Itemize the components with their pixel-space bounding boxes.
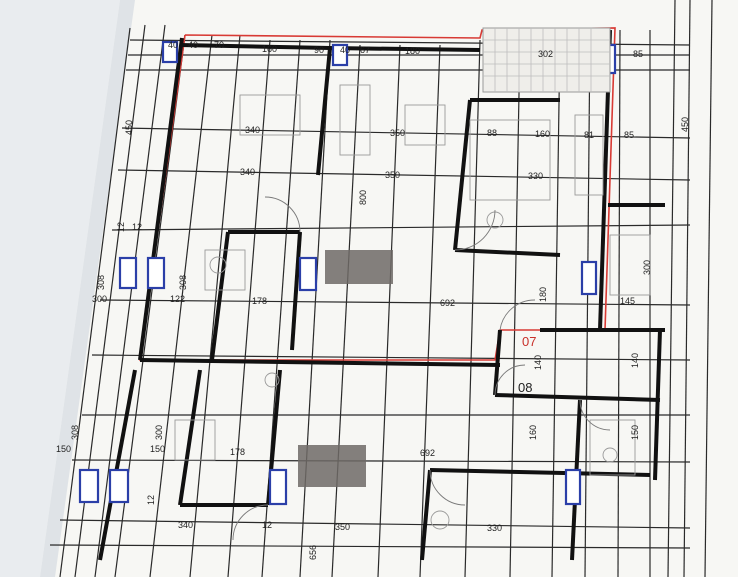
dimension-label: 160 xyxy=(528,425,538,440)
dimension-label: 180 xyxy=(538,287,548,302)
dimension-label: 330 xyxy=(528,171,543,181)
paper-margin xyxy=(0,0,120,577)
window xyxy=(331,43,349,67)
dining-table xyxy=(298,445,366,487)
walls xyxy=(98,29,665,561)
paper-fold xyxy=(40,0,135,577)
dimension-label: 300 xyxy=(92,294,107,304)
dimension-label: 450 xyxy=(680,117,690,132)
dimension-row-bottom: 340 12 350 330 xyxy=(178,520,502,533)
dimension-label: 122 xyxy=(170,294,185,304)
door-swings xyxy=(232,196,611,541)
dimension-label: 340 xyxy=(178,520,193,530)
dimension-label: 70 xyxy=(214,40,224,50)
dimension-label: 160 xyxy=(535,129,550,139)
dimension-label: 40 xyxy=(168,40,178,50)
furniture xyxy=(174,84,651,530)
dimension-label: 340 xyxy=(240,167,255,177)
dimension-label: 88 xyxy=(487,128,497,138)
window xyxy=(118,256,138,290)
dimension-label: 12 xyxy=(146,495,156,505)
dimension-label: 81 xyxy=(584,130,594,140)
dimension-row-2: 340 350 330 xyxy=(240,167,543,181)
dimension-label: 656 xyxy=(308,545,318,560)
dimension-row-1: 340 350 88 160 81 85 xyxy=(245,125,634,140)
window xyxy=(146,256,166,290)
dimension-label: 350 xyxy=(335,522,350,532)
dimension-label: 350 xyxy=(390,128,405,138)
dimension-label: 150 xyxy=(630,425,640,440)
grid-lines xyxy=(49,0,713,577)
dimension-label: 160 xyxy=(262,44,277,54)
dimension-label: 692 xyxy=(440,298,455,308)
dimension-label: 330 xyxy=(487,523,502,533)
dimension-label: 145 xyxy=(620,296,635,306)
windows xyxy=(78,40,617,506)
dimension-label: 67 xyxy=(360,45,370,55)
dimension-label: 12 xyxy=(116,222,126,232)
dimension-label: 800 xyxy=(358,190,368,205)
dimension-label: 350 xyxy=(385,170,400,180)
dimension-label: 340 xyxy=(245,125,260,135)
dimension-label: 300 xyxy=(154,425,164,440)
dimension-label: 40 xyxy=(188,40,198,50)
dimension-label: 180 xyxy=(405,46,420,56)
dimension-label: 178 xyxy=(252,296,267,306)
dimension-label: 40 xyxy=(340,45,350,55)
dimension-label: 150 xyxy=(56,444,71,454)
dimension-label: 12 xyxy=(132,222,142,232)
dimension-label: 450 xyxy=(124,120,134,135)
unit-label-07: 07 xyxy=(522,334,536,349)
dimension-label: 90 xyxy=(314,45,324,55)
dimension-label: 140 xyxy=(630,353,640,368)
window xyxy=(298,256,318,292)
window xyxy=(268,468,288,506)
window xyxy=(564,468,582,506)
dining-table xyxy=(325,250,393,284)
balcony xyxy=(482,27,611,93)
window xyxy=(580,260,598,296)
dimension-label: 308 xyxy=(178,275,188,290)
dimension-label: 150 xyxy=(150,444,165,454)
window xyxy=(78,468,100,504)
unit-label-08: 08 xyxy=(518,380,532,395)
dimension-column-vertical: 450 308 12 308 300 800 180 140 140 160 1… xyxy=(70,117,690,560)
dimension-label: 692 xyxy=(420,448,435,458)
dimension-label: 178 xyxy=(230,447,245,457)
dimension-row-mid: 12 122 178 692 150 145 150 178 692 xyxy=(56,222,635,458)
dimension-label: 308 xyxy=(70,425,80,440)
dimension-row-top: 40 40 70 160 90 40 67 180 302 85 xyxy=(168,40,643,59)
dimension-label: 85 xyxy=(624,130,634,140)
dimension-label: 12 xyxy=(262,520,272,530)
dimension-label: 300 xyxy=(642,260,652,275)
dimension-label: 140 xyxy=(533,355,543,370)
window xyxy=(108,468,130,504)
dimension-label: 85 xyxy=(633,49,643,59)
dimension-label: 308 xyxy=(96,275,106,290)
window xyxy=(161,40,179,64)
dimension-label: 302 xyxy=(538,49,553,59)
